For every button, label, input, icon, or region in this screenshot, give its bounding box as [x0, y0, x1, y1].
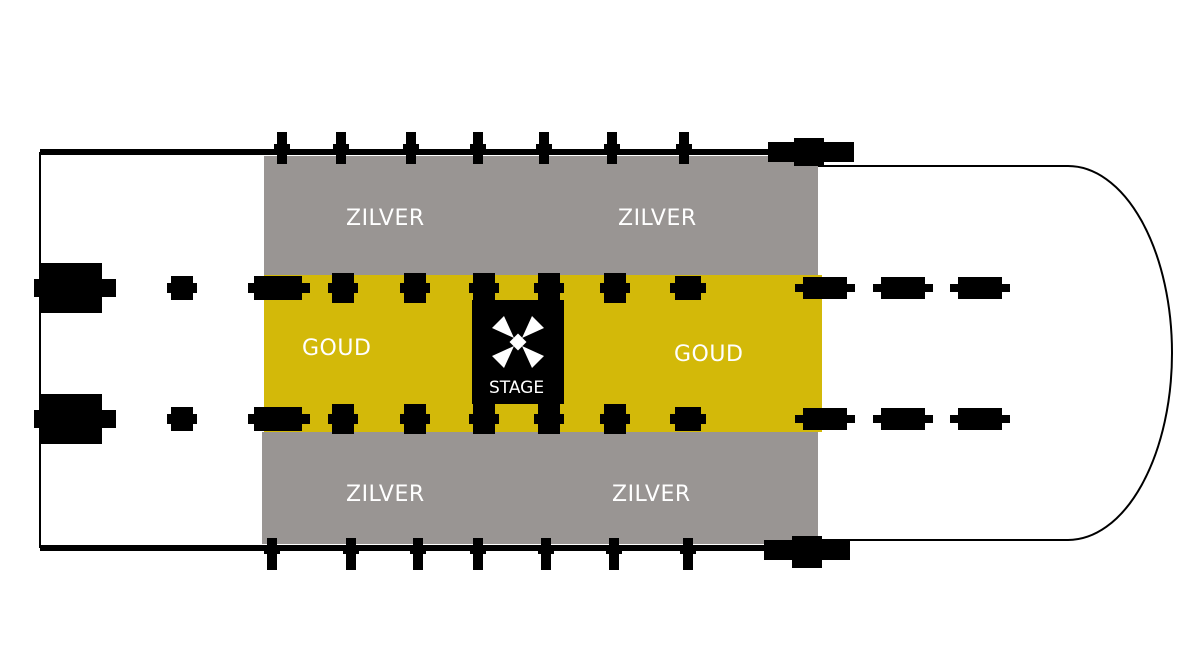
- stage[interactable]: [472, 300, 564, 404]
- top-pillar-row: [274, 132, 692, 164]
- bottom-pillar-row: [264, 538, 696, 570]
- zilver-label-bottom-left: ZILVER: [346, 482, 425, 507]
- zilver-zone-top[interactable]: [264, 156, 818, 275]
- zilver-label-top-right: ZILVER: [618, 206, 697, 231]
- stage-label: STAGE: [489, 378, 545, 398]
- upper-column-row: [34, 263, 1010, 313]
- goud-label-right: GOUD: [674, 342, 744, 367]
- hall-outline: [39, 152, 1173, 548]
- pinwheel-logo-icon: [492, 316, 544, 368]
- zilver-zone-bottom[interactable]: [262, 432, 818, 544]
- zilver-label-top-left: ZILVER: [346, 206, 425, 231]
- top-right-truss: [768, 138, 854, 166]
- goud-label-left: GOUD: [302, 336, 372, 361]
- zilver-label-bottom-right: ZILVER: [612, 482, 691, 507]
- lower-column-row: [34, 394, 1010, 444]
- bottom-right-truss: [764, 536, 850, 568]
